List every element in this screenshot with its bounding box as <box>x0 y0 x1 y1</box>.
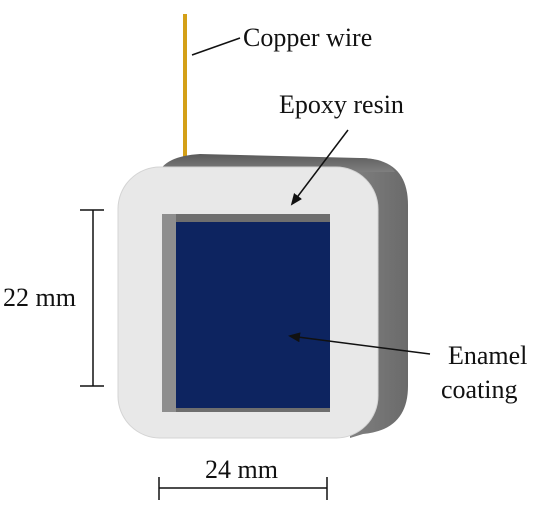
height-dimension <box>80 209 104 387</box>
epoxy-resin-label: Epoxy resin <box>279 90 404 119</box>
enamel-coating <box>176 222 330 408</box>
width-dimension <box>158 477 328 500</box>
width-dimension-label: 24 mm <box>205 455 278 484</box>
enamel-label-line1: Enamel <box>448 341 527 370</box>
copper-wire <box>183 14 187 160</box>
copper-wire-leader <box>191 37 241 56</box>
enamel-coating-arrow <box>288 332 431 355</box>
recess-bevel <box>162 214 176 412</box>
enamel-label-line2: coating <box>441 375 518 404</box>
copper-wire-label: Copper wire <box>243 23 372 52</box>
height-dimension-label: 22 mm <box>3 283 76 312</box>
epoxy-resin-arrow <box>290 129 349 206</box>
